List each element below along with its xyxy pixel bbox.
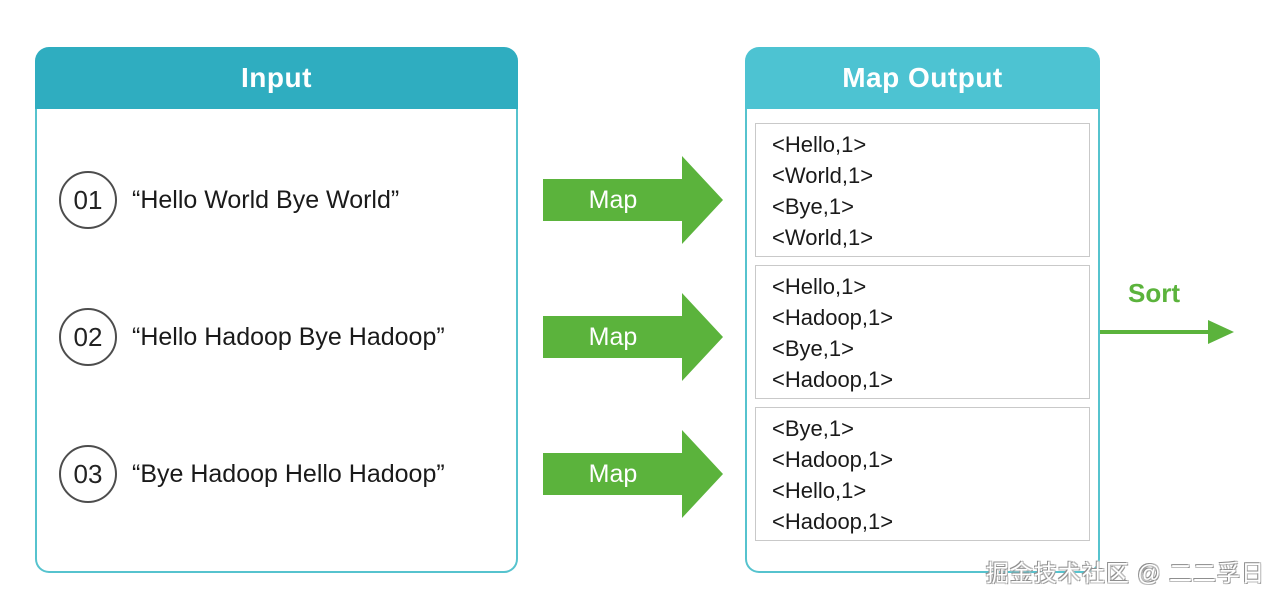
input-item-text: “Hello World Bye World” (132, 185, 400, 214)
input-item-text: “Bye Hadoop Hello Hadoop” (132, 459, 445, 488)
input-item-03: 03 “Bye Hadoop Hello Hadoop” (59, 445, 506, 503)
kv-pair: <Hello,1> (772, 132, 867, 157)
map-output-group-1: <Hello,1> <World,1> <Bye,1> <World,1> (755, 123, 1090, 257)
block-arrow-right-icon (543, 293, 723, 381)
map-output-group-2: <Hello,1> <Hadoop,1> <Bye,1> <Hadoop,1> (755, 265, 1090, 399)
map-arrow-label: Map (588, 185, 638, 214)
map-output-panel-body: <Hello,1> <World,1> <Bye,1> <World,1> <H… (745, 109, 1100, 573)
kv-pair: <Hadoop,1> (772, 509, 894, 534)
map-arrow-2: Map (543, 293, 723, 381)
input-item-number-badge: 02 (59, 308, 117, 366)
kv-pair: <Bye,1> (772, 194, 854, 219)
sort-label: Sort (1128, 278, 1180, 308)
input-item-01: 01 “Hello World Bye World” (59, 171, 506, 229)
kv-pair: <Bye,1> (772, 416, 854, 441)
map-arrow-3: Map (543, 430, 723, 518)
sort-arrow-right-icon (1100, 320, 1234, 344)
kv-pair: <Hadoop,1> (772, 367, 894, 392)
input-panel: Input 01 “Hello World Bye World” 02 “Hel… (35, 47, 518, 573)
kv-pair: <World,1> (772, 163, 874, 188)
kv-pair: <Hello,1> (772, 274, 867, 299)
input-item-text: “Hello Hadoop Bye Hadoop” (132, 322, 445, 351)
map-arrow-label: Map (588, 322, 638, 351)
map-arrow-1: Map (543, 156, 723, 244)
input-item-number-badge: 01 (59, 171, 117, 229)
kv-pair: <Hadoop,1> (772, 305, 894, 330)
input-item-02: 02 “Hello Hadoop Bye Hadoop” (59, 308, 506, 366)
input-panel-title: Input (241, 62, 312, 93)
kv-pair: <Bye,1> (772, 336, 854, 361)
kv-pair: <Hadoop,1> (772, 447, 894, 472)
map-output-panel: Map Output <Hello,1> <World,1> <Bye,1> <… (745, 47, 1100, 573)
input-item-number-badge: 03 (59, 445, 117, 503)
map-output-panel-title: Map Output (842, 62, 1003, 93)
map-arrow-label: Map (588, 459, 638, 488)
input-panel-header: Input (35, 47, 518, 109)
map-output-panel-header: Map Output (745, 47, 1100, 109)
kv-pair: <World,1> (772, 225, 874, 250)
input-panel-body: 01 “Hello World Bye World” 02 “Hello Had… (35, 109, 518, 573)
map-output-group-3: <Bye,1> <Hadoop,1> <Hello,1> <Hadoop,1> (755, 407, 1090, 541)
block-arrow-right-icon (543, 430, 723, 518)
watermark-text: 掘金技术社区 @ 二二孚日 (985, 560, 1265, 586)
block-arrow-right-icon (543, 156, 723, 244)
kv-pair: <Hello,1> (772, 478, 867, 503)
